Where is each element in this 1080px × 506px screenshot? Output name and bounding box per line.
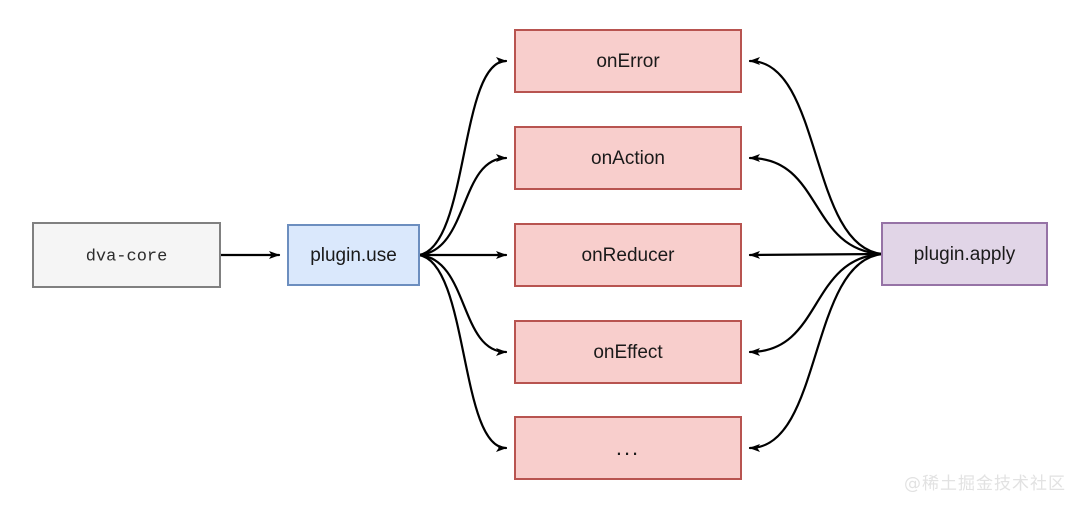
edge-plugin-use-to-on-action <box>417 154 508 257</box>
node-box-on-effect[interactable] <box>514 320 742 384</box>
node-on-error[interactable]: onError <box>514 29 742 93</box>
node-label-on-effect: onEffect <box>593 342 663 363</box>
node-label-plugin-apply: plugin.apply <box>914 244 1016 265</box>
edges-layer <box>218 57 884 452</box>
node-label-dva-core: dva-core <box>86 247 168 266</box>
node-box-plugin-use[interactable] <box>287 224 420 286</box>
node-box-on-reducer[interactable] <box>514 223 742 287</box>
node-box-on-error[interactable] <box>514 29 742 93</box>
node-box-dva-core[interactable] <box>32 222 221 288</box>
node-label-on-reducer: onReducer <box>582 245 676 266</box>
node-plugin-use[interactable]: plugin.use <box>287 224 420 286</box>
node-on-action[interactable]: onAction <box>514 126 742 190</box>
node-dva-core[interactable]: dva-core <box>32 222 221 288</box>
edge-plugin-use-to-on-effect <box>417 253 508 356</box>
edge-plugin-apply-to-on-reducer <box>748 250 884 259</box>
node-label-on-action: onAction <box>591 148 665 169</box>
node-box-more[interactable] <box>514 416 742 480</box>
node-on-effect[interactable]: onEffect <box>514 320 742 384</box>
node-plugin-apply[interactable]: plugin.apply <box>881 222 1048 286</box>
node-label-more: ... <box>616 435 640 460</box>
edge-plugin-apply-to-on-action <box>748 154 884 256</box>
edge-plugin-apply-to-more <box>748 252 884 452</box>
node-on-reducer[interactable]: onReducer <box>514 223 742 287</box>
node-more[interactable]: ... <box>514 416 742 480</box>
node-box-plugin-apply[interactable] <box>881 222 1048 286</box>
edge-plugin-apply-to-on-effect <box>748 252 884 356</box>
edge-plugin-use-to-on-error <box>417 57 508 257</box>
node-label-plugin-use: plugin.use <box>310 245 397 266</box>
edge-plugin-use-to-more <box>417 253 508 452</box>
edge-plugin-apply-to-on-error <box>748 57 884 256</box>
nodes-layer: dva-core plugin.use onError onAction onReduc… <box>32 29 1048 480</box>
node-box-on-action[interactable] <box>514 126 742 190</box>
node-label-on-error: onError <box>596 51 660 72</box>
watermark-label: @稀土掘金技术社区 <box>904 474 1066 494</box>
